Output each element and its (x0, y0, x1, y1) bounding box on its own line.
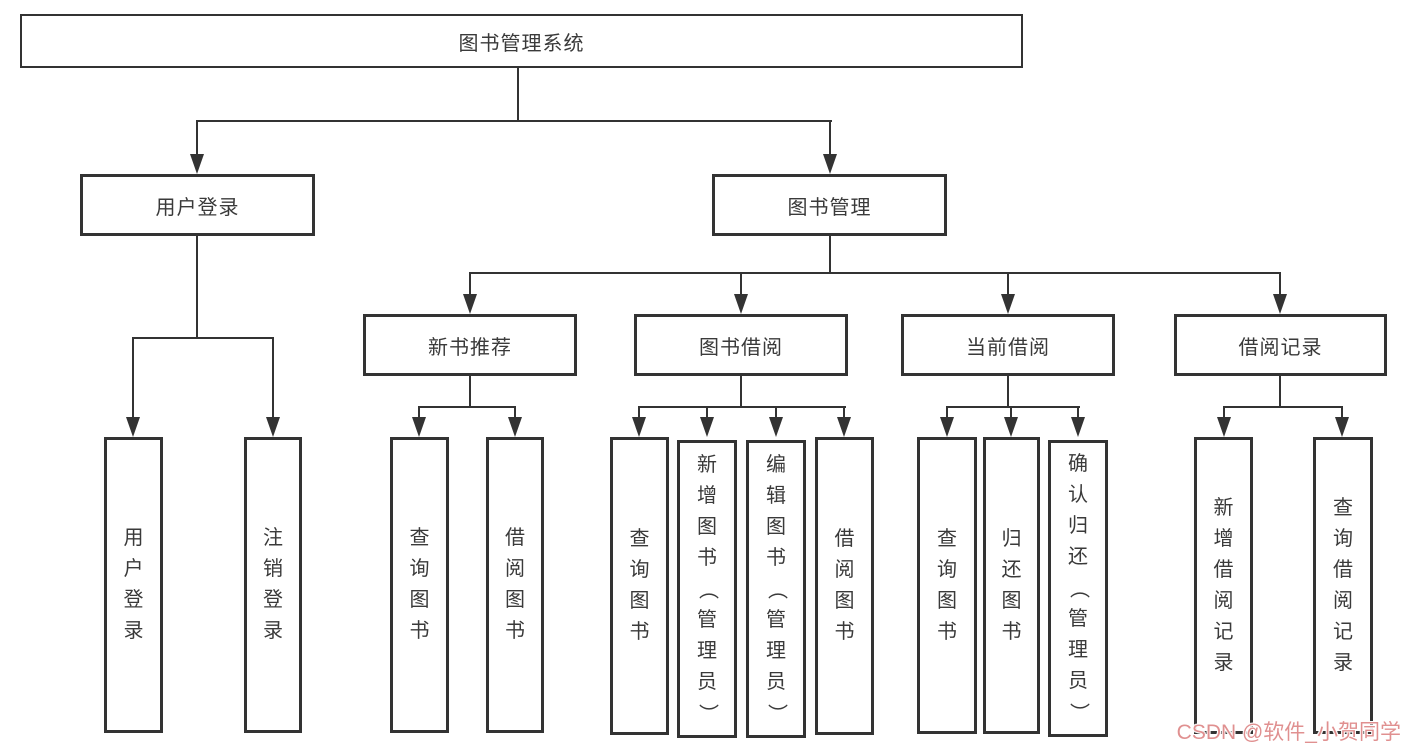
connector-line-horizontal (946, 406, 1080, 408)
node-book-borrowing: 图书借阅 (634, 314, 848, 376)
node-book-management: 图书管理 (712, 174, 947, 236)
connector-line-vertical (706, 406, 708, 420)
leaf-label: 用户登录 (123, 527, 144, 642)
node-current-borrowing: 当前借阅 (901, 314, 1115, 376)
arrowhead-down-icon (1335, 417, 1349, 437)
arrowhead-down-icon (769, 417, 783, 437)
leaf-query-books-current: 查询图书 (917, 437, 977, 734)
leaf-label: 新增图书（管理员） (696, 453, 719, 724)
arrowhead-down-icon (1001, 294, 1015, 314)
arrowhead-down-icon (940, 417, 954, 437)
arrowhead-down-icon (508, 417, 522, 437)
connector-line-vertical (1007, 272, 1009, 298)
connector-line-vertical (843, 406, 845, 420)
connector-line-vertical (638, 406, 640, 420)
connector-line-vertical (272, 337, 274, 420)
connector-line-horizontal (638, 406, 846, 408)
node-label: 借阅记录 (1238, 336, 1323, 359)
leaf-query-books-recommend: 查询图书 (390, 437, 449, 733)
arrowhead-down-icon (837, 417, 851, 437)
leaf-label: 新增借阅记录 (1213, 496, 1234, 674)
arrowhead-down-icon (632, 417, 646, 437)
leaf-label: 查询图书 (629, 528, 650, 643)
connector-line-vertical (196, 236, 198, 337)
connector-line-vertical (829, 236, 831, 272)
connector-line-horizontal (1223, 406, 1343, 408)
connector-line-vertical (1341, 406, 1343, 420)
node-borrowing-records: 借阅记录 (1174, 314, 1387, 376)
connector-line-vertical (1077, 406, 1079, 420)
arrowhead-down-icon (412, 417, 426, 437)
connector-line-vertical (469, 272, 471, 298)
leaf-label: 确认归还（管理员） (1067, 453, 1090, 723)
connector-line-vertical (196, 120, 198, 158)
leaf-add-borrow-record: 新增借阅记录 (1194, 437, 1253, 734)
connector-line-vertical (132, 337, 134, 420)
connector-line-vertical (740, 376, 742, 406)
leaf-label: 归还图书 (1001, 527, 1022, 643)
arrowhead-down-icon (1273, 294, 1287, 314)
leaf-label: 查询图书 (409, 527, 430, 642)
node-label: 新书推荐 (428, 336, 512, 359)
node-library-management-system: 图书管理系统 (20, 14, 1023, 68)
node-new-book-recommendation: 新书推荐 (363, 314, 577, 376)
node-label: 当前借阅 (966, 336, 1050, 359)
leaf-confirm-return-admin: 确认归还（管理员） (1048, 440, 1108, 737)
leaf-user-login: 用户登录 (104, 437, 163, 733)
connector-line-vertical (1279, 272, 1281, 298)
node-user-login: 用户登录 (80, 174, 315, 236)
connector-line-vertical (418, 406, 420, 420)
leaf-logout-login: 注销登录 (244, 437, 302, 733)
watermark-text: CSDN @软件_小贺同学 (1176, 721, 1401, 744)
connector-line-vertical (469, 376, 471, 406)
connector-line-horizontal (469, 272, 1281, 274)
arrowhead-down-icon (463, 294, 477, 314)
arrowhead-down-icon (126, 417, 140, 437)
leaf-label: 注销登录 (263, 527, 283, 642)
connector-line-horizontal (196, 120, 832, 122)
node-label: 图书借阅 (699, 336, 783, 359)
connector-line-vertical (1223, 406, 1225, 420)
leaf-label: 借阅图书 (505, 527, 525, 642)
node-label: 图书管理系统 (458, 32, 585, 55)
leaf-label: 查询图书 (937, 527, 957, 643)
connector-line-vertical (517, 66, 519, 122)
leaf-query-books-borrowing: 查询图书 (610, 437, 669, 735)
arrowhead-down-icon (266, 417, 280, 437)
connector-line-vertical (775, 406, 777, 420)
arrowhead-down-icon (1004, 417, 1018, 437)
leaf-label: 借阅图书 (834, 528, 855, 643)
connector-line-horizontal (418, 406, 516, 408)
arrowhead-down-icon (190, 154, 204, 174)
connector-line-vertical (514, 406, 516, 420)
leaf-borrow-books-recommend: 借阅图书 (486, 437, 544, 733)
leaf-label: 编辑图书（管理员） (765, 453, 788, 724)
connector-line-vertical (1010, 406, 1012, 420)
arrowhead-down-icon (823, 154, 837, 174)
leaf-label: 查询借阅记录 (1333, 496, 1353, 674)
arrowhead-down-icon (734, 294, 748, 314)
leaf-borrow-books: 借阅图书 (815, 437, 874, 735)
arrowhead-down-icon (1071, 417, 1085, 437)
arrowhead-down-icon (700, 417, 714, 437)
connector-line-vertical (946, 406, 948, 420)
node-label: 用户登录 (155, 196, 240, 219)
connector-line-vertical (1007, 376, 1009, 406)
arrowhead-down-icon (1217, 417, 1231, 437)
connector-line-horizontal (132, 337, 274, 339)
connector-line-vertical (1279, 376, 1281, 406)
leaf-return-books: 归还图书 (983, 437, 1040, 734)
connector-line-vertical (740, 272, 742, 298)
leaf-add-books-admin: 新增图书（管理员） (677, 440, 737, 738)
node-label: 图书管理 (787, 196, 872, 219)
leaf-edit-books-admin: 编辑图书（管理员） (746, 440, 806, 738)
connector-line-vertical (829, 120, 831, 158)
leaf-query-borrow-record: 查询借阅记录 (1313, 437, 1373, 734)
